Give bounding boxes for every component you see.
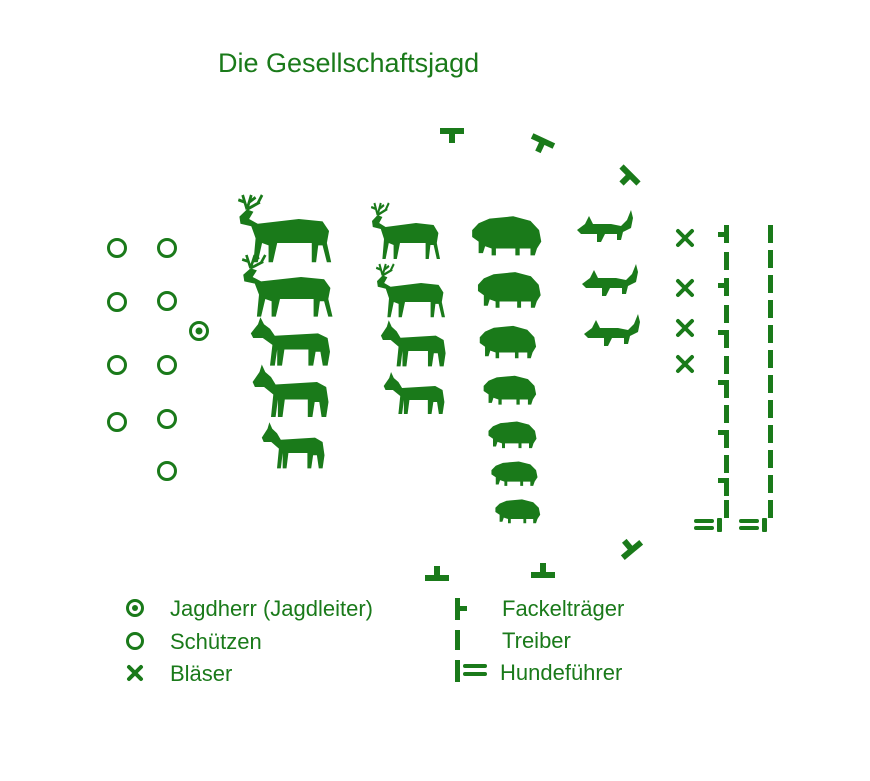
legend-blaeser-icon (127, 665, 143, 681)
legend-fackeltraeger-label: Fackelträger (502, 596, 625, 621)
torchbearer-marker (615, 533, 644, 561)
boar-silhouette (495, 499, 541, 524)
blaeser-marker (676, 279, 694, 297)
fox-silhouette (584, 314, 640, 346)
boar-column (472, 216, 542, 524)
blaeser-group (676, 229, 694, 373)
stag-silhouette (240, 253, 334, 318)
legend-jagdherr-icon (126, 599, 144, 617)
shooter-marker (107, 292, 127, 312)
hind-silhouette (252, 364, 329, 417)
boar-silhouette (479, 325, 537, 359)
treiber-line-inner (718, 225, 729, 518)
stag-silhouette (236, 193, 333, 264)
blaeser-marker (676, 229, 694, 247)
doe-silhouette (380, 320, 446, 367)
boar-silhouette (491, 461, 538, 486)
dog-handler-marker (694, 518, 722, 532)
torchbearer-marker (531, 563, 555, 578)
shooters-group (107, 238, 177, 481)
diagram-title: Die Gesellschaftsjagd (218, 48, 480, 78)
hind-silhouette (250, 317, 330, 366)
legend-hundefuehrer-label: Hundeführer (500, 660, 623, 685)
legend-schuetzen-label: Schützen (170, 629, 262, 654)
shooter-marker (107, 412, 127, 432)
torchbearer-marker (527, 133, 556, 157)
shooter-marker (107, 355, 127, 375)
buck-silhouette (369, 201, 442, 261)
legend-treiber-label: Treiber (502, 628, 571, 653)
dog-handler-group (694, 518, 767, 532)
boar-silhouette (483, 375, 537, 405)
fox-silhouette (582, 264, 638, 296)
legend-blaeser-label: Bläser (170, 661, 233, 686)
torchbearer-marker (425, 566, 449, 581)
legend-jagdherr-label: Jagdherr (Jagdleiter) (170, 596, 373, 621)
legend-fackeltraeger-icon (455, 598, 467, 620)
buck-silhouette (375, 262, 447, 319)
blaeser-marker (676, 319, 694, 337)
legend-hundefuehrer-icon (455, 660, 487, 682)
deer-column-small (369, 201, 447, 414)
torchbearer-marker (613, 164, 641, 192)
fox-silhouette (577, 210, 633, 242)
deer-column-large (236, 193, 334, 469)
boar-silhouette (488, 421, 537, 449)
legend-schuetzen-icon (126, 632, 144, 650)
shooter-marker (107, 238, 127, 258)
dog-handler-marker (739, 518, 767, 532)
blaeser-marker (676, 355, 694, 373)
shooter-marker (157, 461, 177, 481)
doe-silhouette (383, 372, 445, 414)
shooter-marker (157, 291, 177, 311)
calf-silhouette (261, 422, 325, 469)
treiber-line-outer (768, 225, 773, 518)
shooter-marker (157, 238, 177, 258)
shooter-marker (157, 409, 177, 429)
boar-silhouette (477, 272, 541, 308)
fox-column (577, 210, 640, 346)
shooter-marker (157, 355, 177, 375)
boar-silhouette (472, 216, 542, 256)
legend-treiber-icon (455, 630, 460, 650)
torchbearer-marker (440, 128, 464, 143)
jagdherr-marker (189, 321, 209, 341)
